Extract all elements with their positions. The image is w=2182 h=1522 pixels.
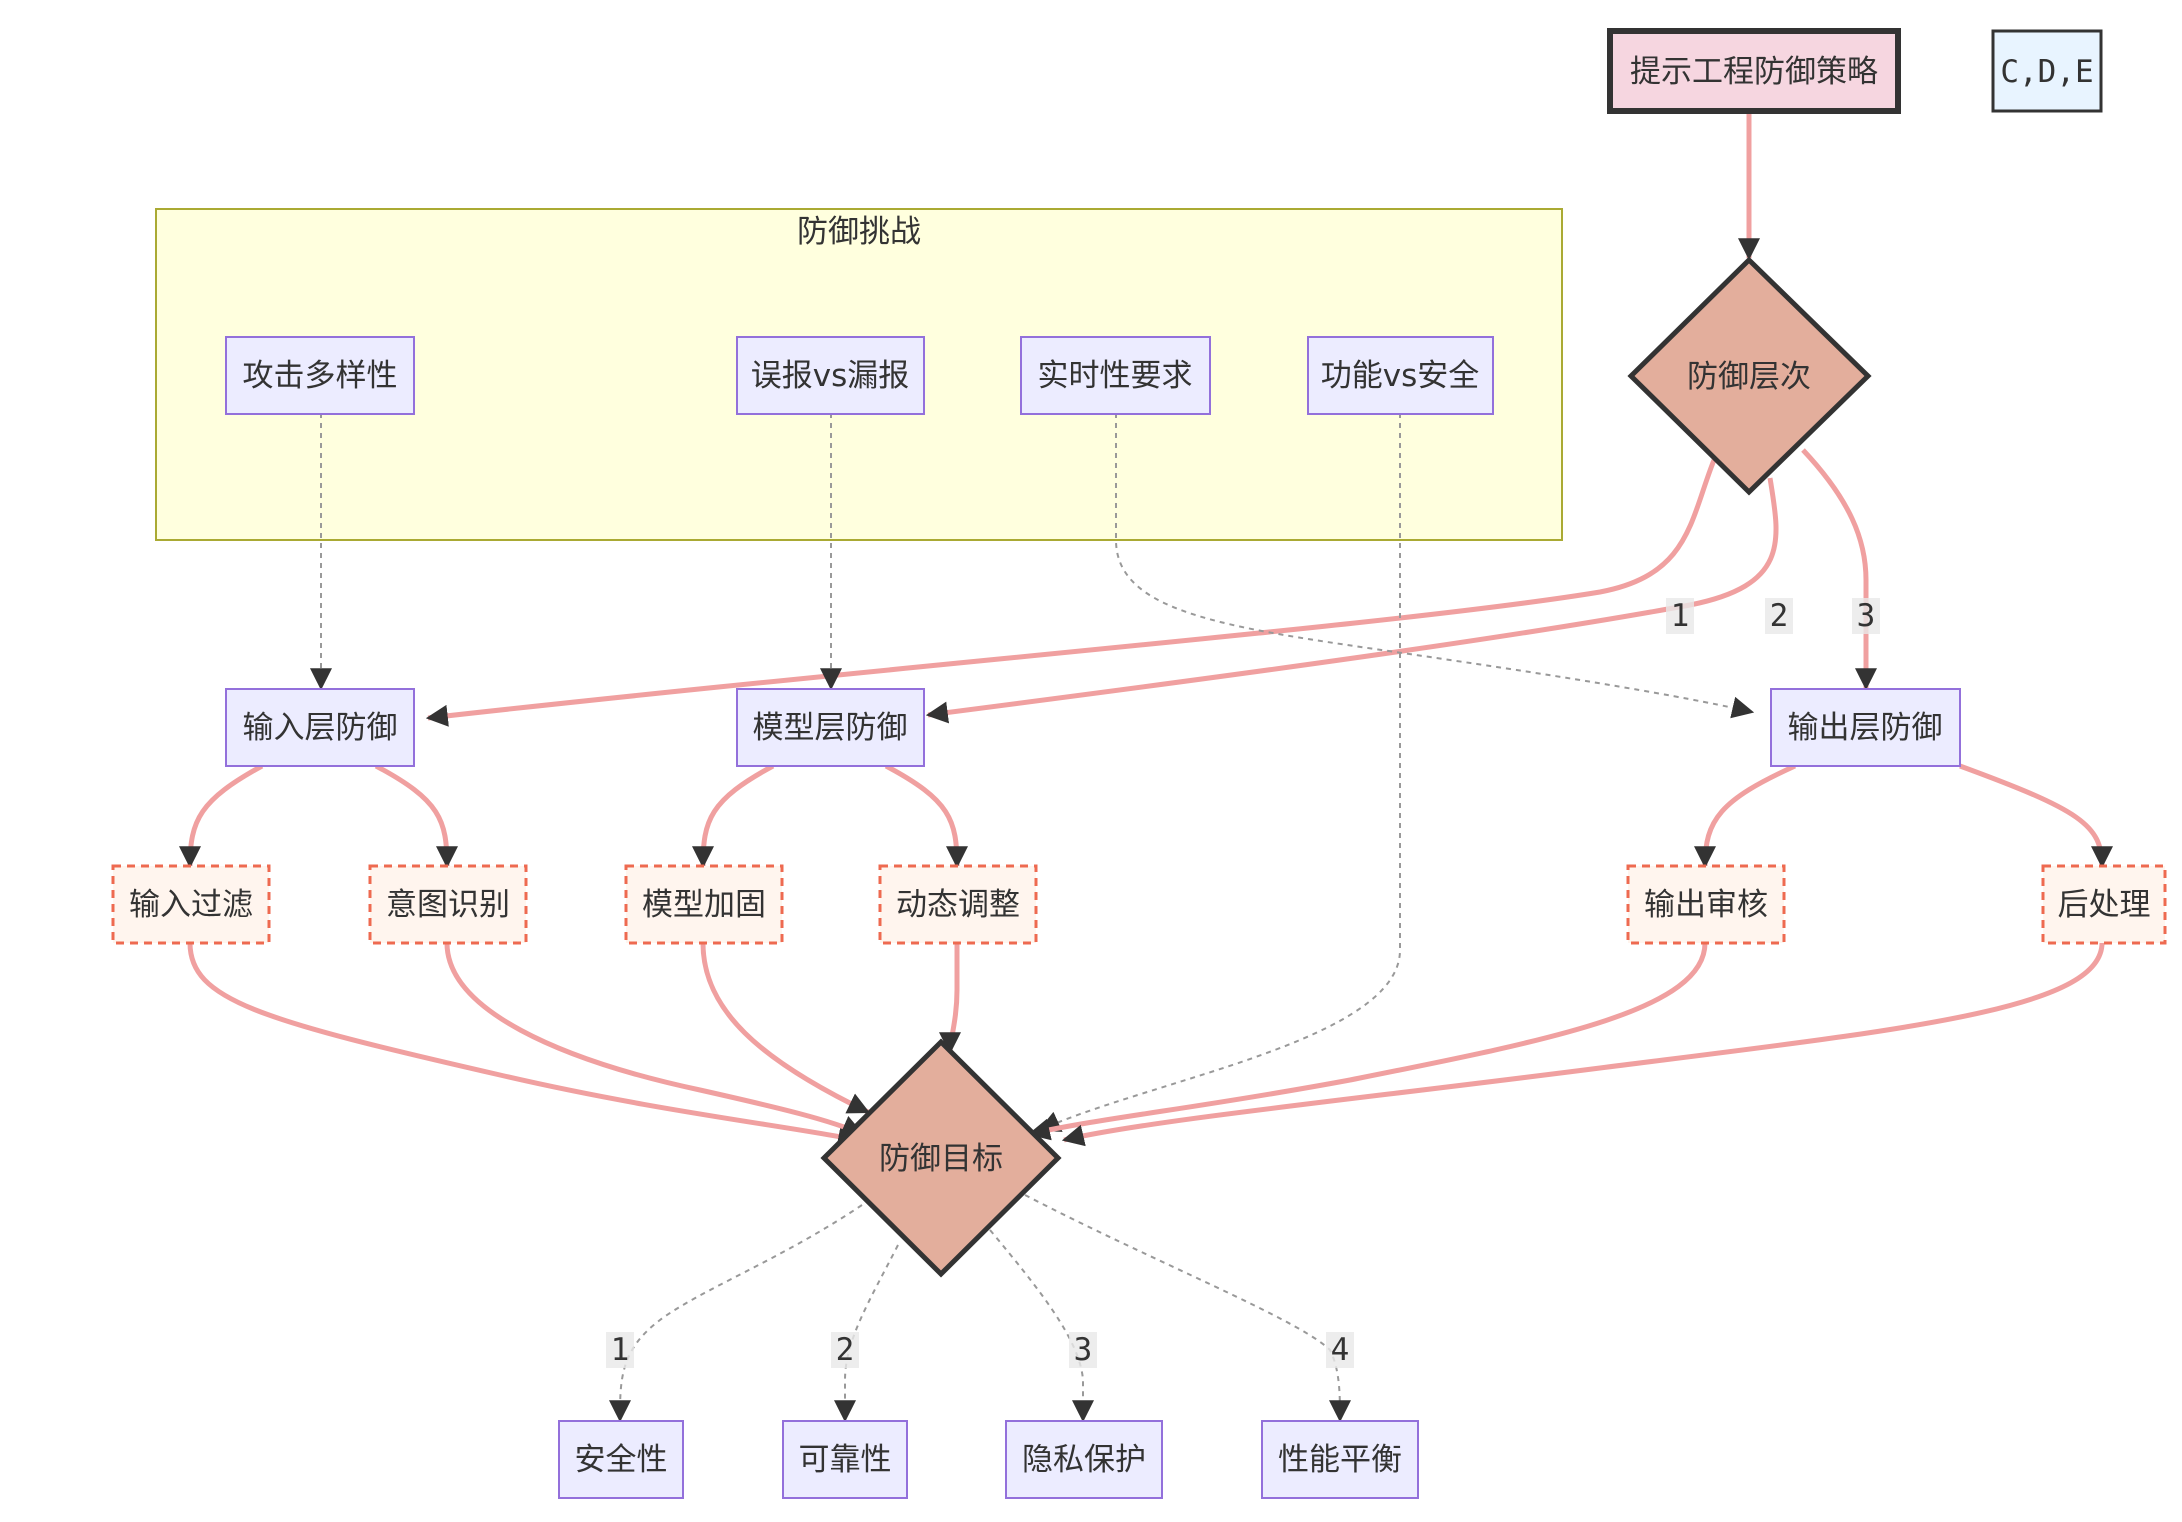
goal-edge-label-4: 4 — [1331, 1332, 1350, 1368]
edge-goals-to-safety — [609, 1204, 863, 1423]
technique-label-input-filter: 输入过滤 — [129, 887, 253, 923]
input-layer-label: 输入层防御 — [243, 710, 398, 746]
edge-model-to-harden — [692, 763, 775, 869]
goals-decision-node[interactable]: 防御目标 — [820, 1038, 1062, 1278]
technique-node-post[interactable]: 后处理 — [2041, 864, 2167, 945]
level-edge-labels: 1 2 3 — [1666, 598, 1880, 634]
edge-output-to-review — [1694, 763, 1797, 869]
technique-node-input-filter[interactable]: 输入过滤 — [111, 864, 271, 945]
goal-label-balance: 性能平衡 — [1278, 1442, 1402, 1478]
edge-review-to-goals — [1027, 942, 1708, 1141]
challenge-label-diversity: 攻击多样性 — [243, 358, 398, 394]
edges — [179, 113, 2113, 1423]
challenges-cluster-title: 防御挑战 — [797, 214, 921, 250]
edge-output-to-post — [1959, 763, 2113, 869]
technique-node-intent[interactable]: 意图识别 — [368, 864, 528, 945]
output-layer-node[interactable]: 输出层防御 — [1770, 688, 1961, 767]
challenge-node-fp-fn[interactable]: 误报vs漏报 — [736, 336, 925, 415]
goal-edge-label-1: 1 — [611, 1332, 630, 1368]
technique-label-post: 后处理 — [2058, 887, 2151, 923]
edge-input-to-filter — [179, 763, 264, 869]
edge-dynamic-to-goals — [939, 943, 962, 1055]
edge-goals-to-reliability — [834, 1244, 899, 1423]
levels-decision-node[interactable]: 防御层次 — [1627, 256, 1872, 496]
technique-node-dynamic[interactable]: 动态调整 — [878, 864, 1038, 945]
edge-harden-to-goals — [700, 942, 870, 1115]
start-node-label: 提示工程防御策略 — [1630, 54, 1878, 90]
edge-goals-to-privacy — [989, 1229, 1094, 1423]
challenge-label-func-sec: 功能vs安全 — [1321, 358, 1480, 394]
goal-node-safety[interactable]: 安全性 — [558, 1420, 684, 1499]
model-layer-node[interactable]: 模型层防御 — [736, 688, 925, 767]
class-legend-label: C,D,E — [2000, 54, 2093, 90]
technique-label-output-review: 输出审核 — [1644, 887, 1768, 923]
goal-edge-label-3: 3 — [1074, 1332, 1093, 1368]
technique-node-model-harden[interactable]: 模型加固 — [624, 864, 784, 945]
edge-filter-to-goals — [187, 942, 861, 1148]
output-layer-label: 输出层防御 — [1788, 710, 1943, 746]
class-legend-node: C,D,E — [1991, 29, 2103, 113]
goal-label-reliability: 可靠性 — [799, 1442, 892, 1478]
edge-levels-to-output — [1801, 448, 1877, 691]
edge-input-to-intent — [374, 763, 458, 869]
goal-node-privacy[interactable]: 隐私保护 — [1005, 1420, 1163, 1499]
level-edge-label-3: 3 — [1857, 598, 1876, 634]
start-node[interactable]: 提示工程防御策略 — [1607, 28, 1901, 114]
goal-edge-label-2: 2 — [836, 1332, 855, 1368]
goal-node-reliability[interactable]: 可靠性 — [782, 1420, 908, 1499]
goal-edge-labels: 1 2 3 4 — [606, 1332, 1354, 1368]
model-layer-label: 模型层防御 — [753, 710, 908, 746]
challenge-node-func-sec[interactable]: 功能vs安全 — [1307, 336, 1494, 415]
technique-label-model-harden: 模型加固 — [642, 887, 766, 923]
challenge-node-realtime[interactable]: 实时性要求 — [1020, 336, 1211, 415]
technique-label-intent: 意图识别 — [386, 887, 510, 923]
edge-challenge4-to-goals — [1037, 413, 1401, 1132]
edge-model-to-dynamic — [884, 763, 968, 869]
edge-levels-to-input — [425, 459, 1717, 727]
challenge-label-realtime: 实时性要求 — [1038, 358, 1193, 394]
challenge-label-fp-fn: 误报vs漏报 — [751, 358, 910, 394]
edge-intent-to-goals — [444, 942, 865, 1137]
levels-decision-label: 防御层次 — [1687, 359, 1811, 395]
goal-label-safety: 安全性 — [575, 1442, 668, 1478]
goal-node-balance[interactable]: 性能平衡 — [1261, 1420, 1419, 1499]
goal-label-privacy: 隐私保护 — [1022, 1442, 1146, 1478]
edge-challenge3-to-output — [1115, 413, 1755, 719]
edge-post-to-goals — [1061, 942, 2105, 1147]
input-layer-node[interactable]: 输入层防御 — [225, 688, 415, 767]
level-edge-label-1: 1 — [1671, 598, 1690, 634]
edge-levels-to-model — [925, 477, 1779, 724]
goals-decision-label: 防御目标 — [879, 1141, 1003, 1177]
technique-label-dynamic: 动态调整 — [896, 887, 1020, 923]
edge-goals-to-balance — [1024, 1194, 1351, 1423]
level-edge-label-2: 2 — [1770, 598, 1789, 634]
challenge-node-diversity[interactable]: 攻击多样性 — [225, 336, 415, 415]
technique-node-output-review[interactable]: 输出审核 — [1626, 864, 1786, 945]
